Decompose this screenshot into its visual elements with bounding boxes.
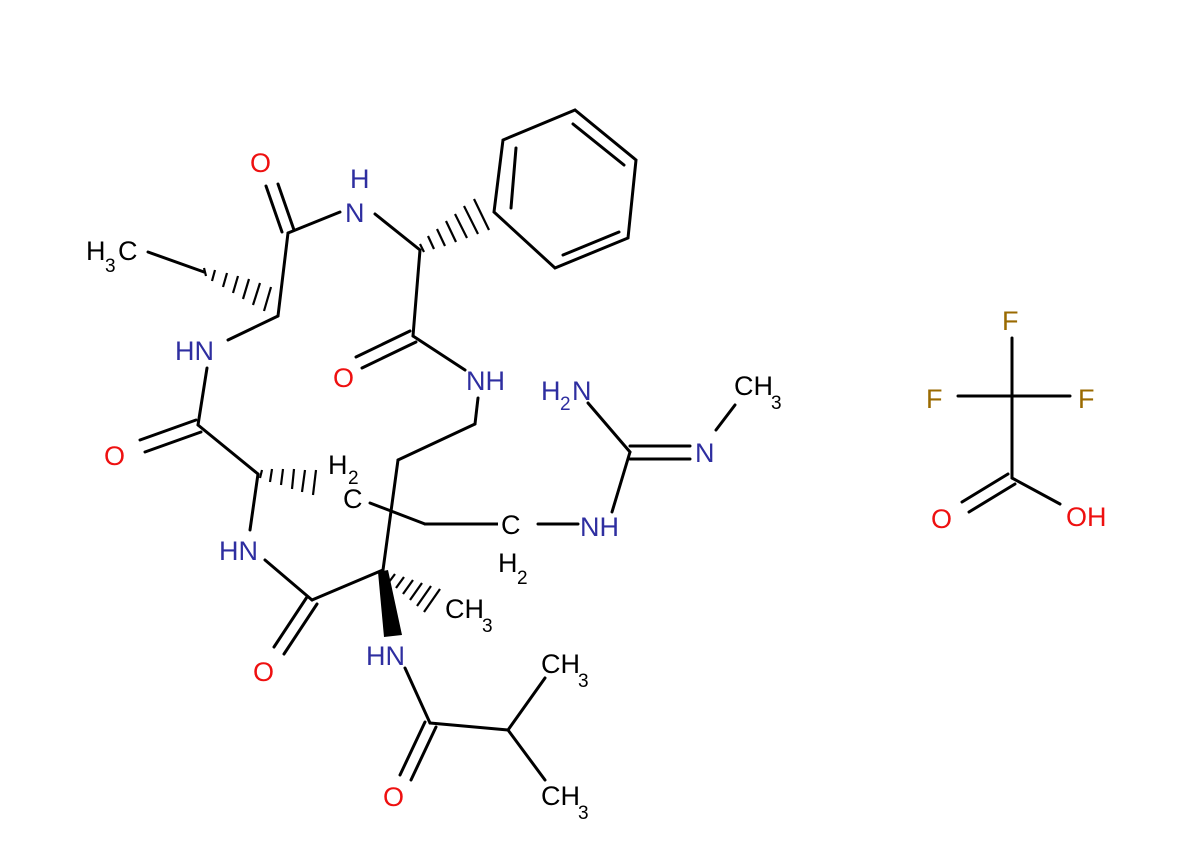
bond: [373, 212, 422, 252]
bond: [276, 182, 296, 232]
atom-label-hydroxyl: OH: [1066, 502, 1107, 532]
bond: [264, 184, 284, 234]
atom-label-methyl-c: CH: [541, 649, 580, 679]
atom-label-methylene-subscript: 2: [517, 568, 528, 589]
bond: [396, 422, 477, 462]
bond: [248, 472, 260, 532]
bond: [360, 340, 418, 370]
hashed-wedge: [258, 468, 318, 496]
atom-label-nitrogen: N: [345, 198, 365, 228]
counterion-labels: F F F O OH: [926, 306, 1107, 534]
atom-label-fluorine: F: [1002, 306, 1019, 336]
bond: [143, 430, 203, 454]
atom-label-methyl-subscript: 3: [105, 256, 116, 277]
atom-label-fluorine: F: [1078, 384, 1095, 414]
atom-label-methylene-h: H: [498, 548, 518, 578]
atom-labels: O H N H 3 C HN O NH H 2 N CH 3 O H 2 C N…: [86, 144, 782, 824]
bond: [276, 231, 290, 318]
bond: [428, 721, 510, 732]
bond: [403, 666, 432, 725]
bond: [226, 314, 280, 342]
bond: [1010, 476, 1062, 506]
bond: [398, 720, 427, 777]
bond: [506, 676, 547, 732]
solid-wedge: [378, 570, 402, 637]
hashed-wedge: [202, 267, 273, 312]
atom-label-oxygen: O: [383, 782, 404, 812]
bond: [368, 501, 427, 526]
atom-label-amine-subscript: 2: [560, 394, 571, 415]
hashed-wedge: [382, 571, 441, 613]
bond: [714, 403, 737, 432]
counterion-bonds: [956, 336, 1072, 514]
phenyl-ring: [492, 108, 638, 270]
atom-label-methyl-subscript: 3: [482, 616, 493, 637]
atom-label-oxygen: O: [250, 148, 271, 178]
bond: [473, 396, 480, 426]
bond: [586, 401, 632, 454]
atom-label-amine-h: H: [541, 376, 561, 406]
atom-label-oxygen: O: [931, 504, 952, 534]
atom-label-amide-nh: HN: [219, 536, 258, 566]
bond: [354, 329, 412, 359]
atom-label-oxygen: O: [333, 363, 354, 393]
atom-label-amide-nh: HN: [366, 641, 405, 671]
atom-label-methyl-h: H: [86, 236, 106, 266]
bond: [138, 418, 198, 442]
atom-label-methylene-c: C: [343, 484, 363, 514]
atom-label-methyl-c: CH: [445, 594, 484, 624]
bond: [411, 334, 467, 372]
atom-label-imine-n: N: [695, 438, 715, 468]
bond: [506, 728, 547, 782]
bond: [310, 568, 385, 602]
atom-label-methyl-subscript: 3: [578, 671, 589, 692]
bond: [196, 366, 209, 427]
atom-label-amine-nh: NH: [580, 512, 619, 542]
bond: [409, 725, 438, 782]
atom-label-oxygen: O: [253, 657, 274, 687]
atom-label-methylene-h: H: [328, 450, 348, 480]
bond: [286, 210, 342, 235]
atom-label-methyl-c: C: [118, 236, 138, 266]
bonds: [138, 108, 737, 782]
atom-label-amide-nh: HN: [175, 336, 214, 366]
bond: [146, 250, 206, 274]
bond: [561, 230, 621, 257]
atom-label-methylene-c: C: [501, 510, 521, 540]
bond: [960, 472, 1010, 504]
bond: [610, 450, 632, 514]
hashed-wedge: [419, 198, 490, 253]
bond: [196, 423, 260, 476]
atom-label-methylene-subscript: 2: [348, 468, 359, 489]
atom-label-methyl-subscript: 3: [578, 803, 589, 824]
atom-label-methyl-c: CH: [734, 371, 773, 401]
bond: [967, 482, 1017, 514]
bond: [282, 602, 319, 656]
atom-label-amide-nh: NH: [466, 366, 505, 396]
atom-label-fluorine: F: [926, 384, 943, 414]
bond: [381, 458, 400, 572]
atom-label-amine-n: N: [572, 376, 592, 406]
bond: [571, 122, 626, 167]
atom-label-methyl-c: CH: [541, 781, 580, 811]
atom-label-oxygen: O: [104, 441, 125, 471]
atom-label-methyl-subscript: 3: [771, 393, 782, 414]
bond: [411, 248, 422, 338]
bond: [272, 595, 309, 649]
bond: [263, 558, 314, 602]
bond: [509, 146, 518, 210]
atom-label-hydrogen: H: [350, 164, 370, 194]
